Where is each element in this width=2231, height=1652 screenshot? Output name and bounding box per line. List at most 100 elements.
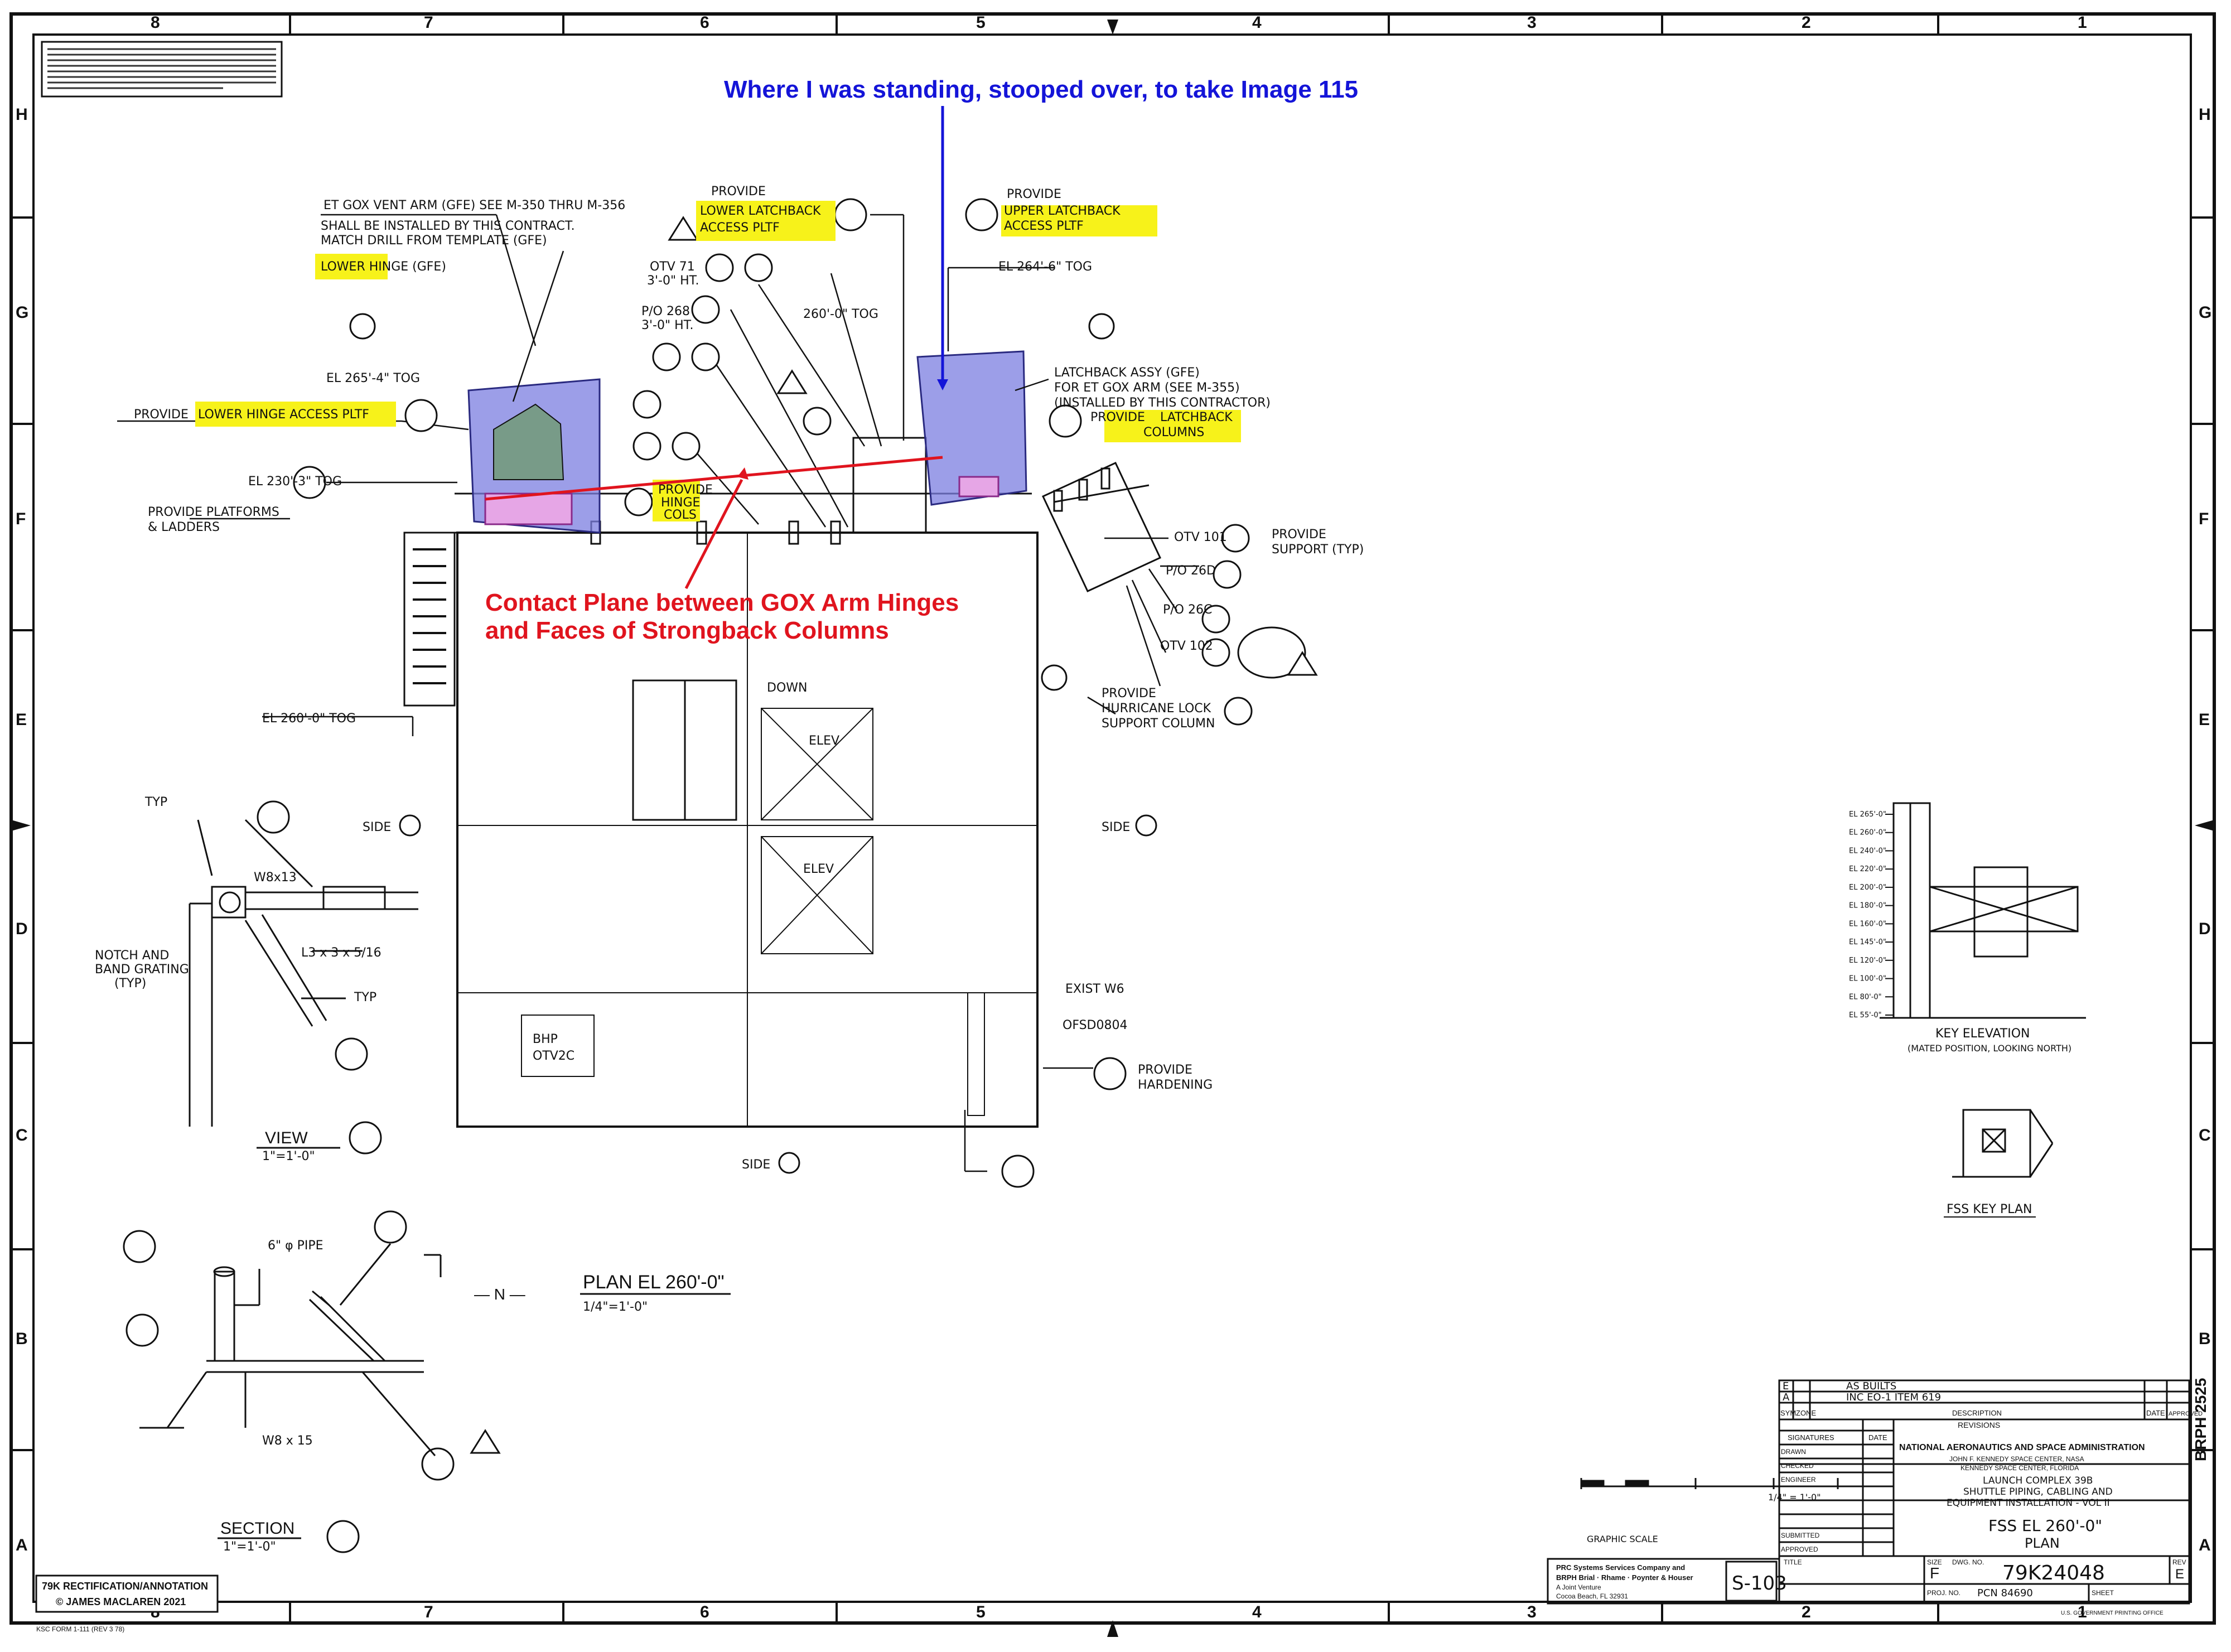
key-elev-title: KEY ELEVATION xyxy=(1935,1027,2030,1041)
hinge-cols-1: HINGE xyxy=(661,496,700,510)
upper-latch-1: UPPER LATCHBACK xyxy=(1004,204,1121,218)
annotation-standing: Where I was standing, stooped over, to t… xyxy=(724,76,1358,103)
signatures-header: SIGNATURES xyxy=(1788,1433,1834,1442)
lower-hinge-text: LOWER HINGE (GFE) xyxy=(321,260,446,274)
zone-letters-right: H G F E D C B A xyxy=(2199,105,2211,1554)
zone-g: G xyxy=(16,303,28,322)
side4-label: SIDE xyxy=(363,820,391,834)
provide-lower-hinge: PROVIDE xyxy=(134,408,189,422)
el-260-e: EL 260'-0" TOG xyxy=(262,712,356,726)
zone-2: 2 xyxy=(1802,13,1811,32)
bhp-2: OTV2C xyxy=(533,1049,574,1063)
hurricane-2: HURRICANE LOCK xyxy=(1102,702,1211,716)
section-title: SECTION xyxy=(220,1519,294,1538)
zone-h-right: H xyxy=(2199,105,2211,124)
po26c: P/O 26C xyxy=(1163,603,1212,617)
upper-latch-2: ACCESS PLTF xyxy=(1004,219,1084,233)
annotation-contact-1: Contact Plane between GOX Arm Hinges xyxy=(485,589,959,616)
latchback-3: (INSTALLED BY THIS CONTRACTOR) xyxy=(1054,396,1271,410)
fss-key-plan xyxy=(1952,1109,2054,1178)
gox-vent-text-1: ET GOX VENT ARM (GFE) SEE M-350 THRU M-3… xyxy=(323,199,625,212)
zone-f-right: F xyxy=(2199,510,2209,528)
detail-bubbles xyxy=(123,198,1253,1553)
zone-letters-left: H G F E D C B A xyxy=(16,105,28,1554)
rev-e-sym: E xyxy=(1783,1380,1789,1392)
title-line-1: FSS EL 260'-0" xyxy=(1988,1516,2102,1535)
approved-label: APPROVED xyxy=(1781,1545,1818,1553)
zone-4-bottom: 4 xyxy=(1252,1603,1262,1621)
w8x13-label: W8x13 xyxy=(254,871,297,885)
view-b-labels: TYP W8x13 L3 x 3 x 5/16 NOTCH AND BAND G… xyxy=(95,795,382,1163)
ofsd: OFSD0804 xyxy=(1063,1018,1127,1032)
typ-label-2: TYP xyxy=(354,991,376,1004)
key-elev-level-label: EL 80'-0" xyxy=(1849,993,1882,1001)
typ-label-1: TYP xyxy=(144,795,167,809)
plan-title: PLAN EL 260'-0" 1/4"=1'-0" — N — xyxy=(474,1272,731,1314)
plan-scale: 1/4"=1'-0" xyxy=(583,1300,648,1314)
ksc-1: JOHN F. KENNEDY SPACE CENTER, NASA xyxy=(1949,1455,2084,1463)
zone-d: D xyxy=(16,920,28,938)
down-label: DOWN xyxy=(767,681,807,695)
inner-border xyxy=(32,33,2192,1603)
date-header: DATE xyxy=(2146,1409,2165,1417)
copyright-stamp: 79K RECTIFICATION/ANNOTATION © JAMES MAC… xyxy=(35,1574,219,1613)
zone-3: 3 xyxy=(1527,13,1537,32)
zone-1: 1 xyxy=(2078,13,2087,32)
zone-h: H xyxy=(16,105,28,124)
provide-hinge: PROVIDE xyxy=(658,483,713,497)
contact-plane-pointer xyxy=(684,479,743,590)
view-b-detail xyxy=(189,819,418,1127)
hurricane-1: PROVIDE xyxy=(1102,687,1156,701)
zone-3-bottom: 3 xyxy=(1527,1603,1537,1621)
title-label: TITLE xyxy=(1784,1558,1802,1566)
plan-building xyxy=(403,532,1039,1128)
provide-platforms-2: & LADDERS xyxy=(148,520,220,534)
key-elev-level-label: EL 265'-0" xyxy=(1849,810,1886,819)
view-scale: 1"=1'-0" xyxy=(262,1149,315,1163)
zone-e-right: E xyxy=(2199,711,2210,729)
exist-w6: EXIST W6 xyxy=(1065,982,1124,996)
sheet-label: SHEET xyxy=(2092,1589,2114,1597)
prc-1: PRC Systems Services Company and xyxy=(1556,1563,1685,1572)
otv71-2: 3'-0" HT. xyxy=(647,274,699,288)
p0268-2: 3'-0" HT. xyxy=(641,318,693,332)
latchback-2: FOR ET GOX ARM (SEE M-355) xyxy=(1054,381,1240,395)
proj-label: PROJ. NO. xyxy=(1927,1589,1960,1597)
zone-8: 8 xyxy=(151,13,160,32)
l3x3-label: L3 x 3 x 5/16 xyxy=(301,946,382,960)
zone-header: ZONE xyxy=(1796,1409,1816,1417)
notch-1: NOTCH AND xyxy=(95,949,169,963)
zone-6-bottom: 6 xyxy=(700,1603,709,1621)
lc-2: SHUTTLE PIPING, CABLING AND xyxy=(1963,1486,2113,1498)
hinge-cols-2: COLS xyxy=(664,508,697,522)
lower-hinge-pltf: LOWER HINGE ACCESS PLTF xyxy=(198,408,369,422)
key-elev-level-label: EL 160'-0" xyxy=(1849,920,1886,928)
revisions-header: REVISIONS xyxy=(1958,1421,2000,1429)
zone-2-bottom: 2 xyxy=(1802,1603,1811,1621)
zone-5: 5 xyxy=(976,13,986,32)
s103-label: S-103 xyxy=(1732,1572,1787,1595)
key-elev-level-label: EL 260'-0" xyxy=(1849,829,1886,837)
annotation-standing-arrowhead xyxy=(937,379,948,390)
key-elevation-levels: EL 265'-0"EL 260'-0"EL 240'-0"EL 220'-0"… xyxy=(1849,810,1894,1020)
otv101: OTV 101 xyxy=(1174,530,1227,544)
key-elev-level-label: EL 100'-0" xyxy=(1849,975,1886,983)
pipe-label: 6" φ PIPE xyxy=(268,1239,323,1253)
elev-2: ELEV xyxy=(803,862,834,876)
rev-label: REV xyxy=(2172,1558,2186,1566)
stamp-line-1: 79K RECTIFICATION/ANNOTATION xyxy=(42,1581,208,1592)
form-footer: KSC FORM 1-111 (REV 3 78) xyxy=(36,1625,124,1633)
graphic-scale-label: GRAPHIC SCALE xyxy=(1587,1534,1658,1544)
rev-value: E xyxy=(2175,1567,2184,1582)
elev-1: ELEV xyxy=(809,734,839,748)
po26d: P/O 26D xyxy=(1166,564,1216,578)
otv71-1: OTV 71 xyxy=(650,260,695,274)
date-col-header: DATE xyxy=(1868,1433,1887,1442)
annotation-contact-2: and Faces of Strongback Columns xyxy=(485,617,889,644)
dwg-label: DWG. NO. xyxy=(1952,1558,1984,1566)
side2-label: SIDE xyxy=(1102,820,1130,834)
key-elev-sub: (MATED POSITION, LOOKING NORTH) xyxy=(1908,1043,2071,1054)
prc-3: A Joint Venture xyxy=(1556,1583,1601,1591)
fss-key-plan-title: FSS KEY PLAN xyxy=(1947,1202,2032,1216)
